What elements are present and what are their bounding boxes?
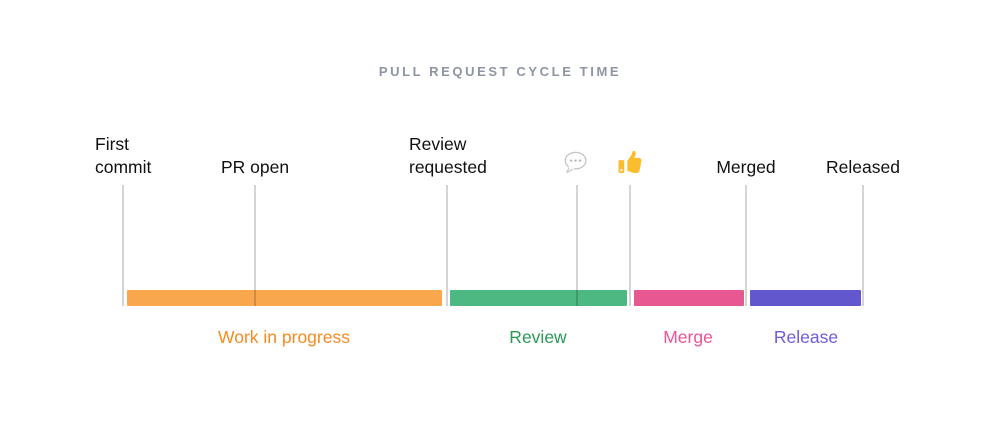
page-title: PULL REQUEST CYCLE TIME — [378, 64, 622, 79]
bar-release — [750, 290, 861, 306]
tick-comment — [576, 185, 578, 306]
event-label-line: requested — [409, 157, 487, 177]
tick-first-commit — [122, 185, 124, 306]
bar-review — [450, 290, 627, 306]
tick-pr-open — [254, 185, 256, 306]
tick-released — [862, 185, 864, 306]
event-label-merged: Merged — [716, 157, 776, 177]
bar-merge — [634, 290, 744, 306]
event-label-first-commit: First commit — [95, 133, 151, 179]
event-label-pr-open: PR open — [220, 157, 290, 177]
thumbs-up-icon — [617, 150, 643, 173]
event-label-line: First — [95, 134, 130, 154]
phase-label-release: Release — [773, 327, 839, 347]
bar-work-in-progress — [127, 290, 442, 306]
event-label-released: Released — [826, 157, 900, 177]
phase-label-review: Review — [509, 327, 567, 347]
phase-label-work-in-progress: Work in progress — [218, 327, 350, 347]
tick-approval — [629, 185, 631, 306]
phase-label-merge: Merge — [663, 327, 713, 347]
speech-bubble-icon — [563, 151, 589, 174]
event-label-line: commit — [95, 157, 152, 177]
tick-merged — [745, 185, 747, 306]
event-label-line: Review — [409, 134, 467, 154]
tick-review-requested — [446, 185, 448, 306]
event-label-review-requested: Review requested — [409, 133, 487, 179]
